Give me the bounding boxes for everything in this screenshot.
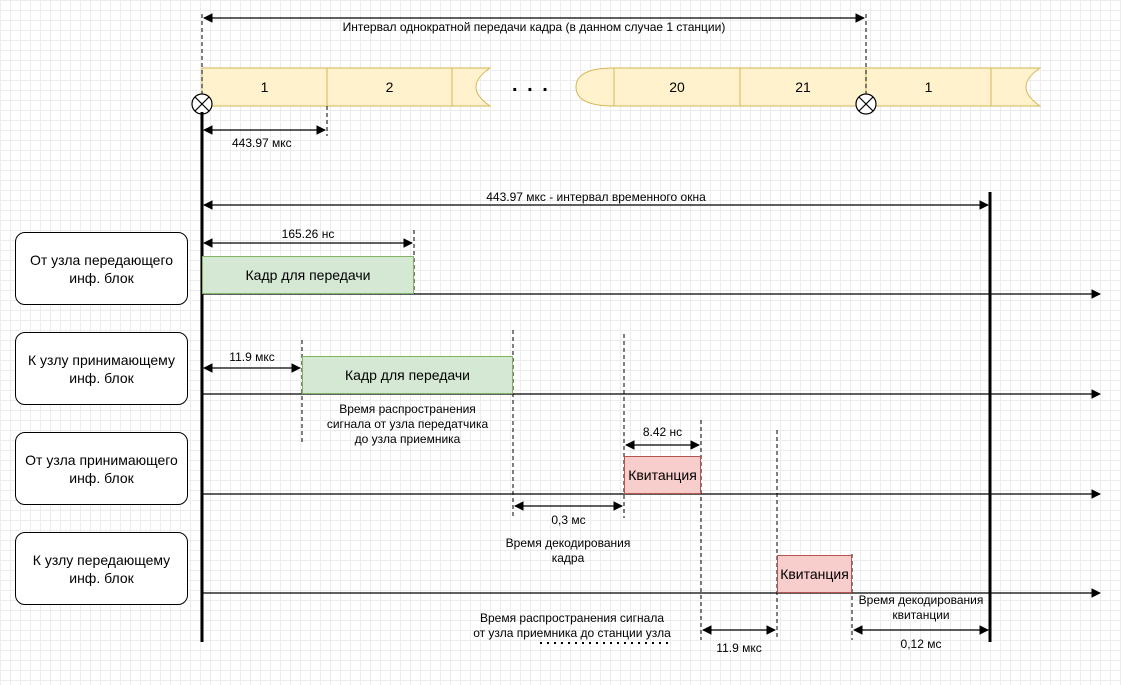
lane-4-note: Время распространения сигнала от узла пр… bbox=[452, 611, 692, 641]
lane-1-duration-label: 165.26 нс bbox=[281, 227, 335, 241]
lane-3-decode-note: Время декодирования кадра bbox=[468, 536, 668, 566]
slot-1-next: 1 bbox=[924, 79, 933, 95]
lane-1-label-line2: инф. блок bbox=[69, 269, 134, 286]
frame-interval-label: Интервал однократной передачи кадра (в д… bbox=[342, 20, 726, 34]
lane-3-duration-label: 8.42 нс bbox=[642, 425, 683, 439]
lane-3-decode-note-line: кадра bbox=[551, 551, 585, 565]
frame-strip-left bbox=[201, 67, 492, 107]
lane-2-label-line2: инф. блок bbox=[69, 369, 134, 386]
lane-2-frame-block: Кадр для передачи bbox=[302, 356, 513, 394]
frame-strip-middle bbox=[575, 67, 1042, 107]
lane-4-delay-label: 11.9 мкс bbox=[716, 641, 762, 655]
lane-1-label-line1: От узла передающего bbox=[29, 251, 174, 268]
lane-4-decode-note-line: Время декодирования bbox=[858, 593, 984, 607]
slot-duration-label: 443.97 мкс bbox=[232, 136, 292, 150]
lane-2-delay-label: 11.9 мкс bbox=[229, 350, 275, 364]
lane-4-note-line: от узла приемника до станции узла bbox=[473, 626, 671, 640]
lane-4-label-line2: инф. блок bbox=[69, 569, 134, 586]
lane-1-frame-block: Кадр для передачи bbox=[202, 256, 414, 294]
lane-2-note-line: Время распространения bbox=[339, 402, 476, 416]
lane-4-label-line1: К узлу передающему bbox=[32, 551, 171, 568]
slot-1: 1 bbox=[260, 79, 269, 95]
lane-4-decode-note: Время декодирования квитанции bbox=[852, 593, 990, 623]
lane-3-decode-note-line: Время декодирования bbox=[505, 536, 631, 550]
frame-strip bbox=[201, 67, 1042, 107]
lane-3-decode-time: 0,3 мс bbox=[551, 513, 586, 527]
lane-2-note-line: до узла приемника bbox=[354, 432, 461, 446]
lane-4-note-line: Время распространения сигнала bbox=[480, 611, 664, 625]
window-label: 443.97 мкс - интервал временного окна bbox=[486, 190, 706, 204]
lane-2-label-line1: К узлу принимающему bbox=[28, 351, 175, 368]
lane-3-label-line2: инф. блок bbox=[69, 469, 134, 486]
lane-4-decode-note-line: квитанции bbox=[892, 608, 950, 622]
end-marker-icon bbox=[855, 93, 877, 115]
slot-2: 2 bbox=[385, 79, 394, 95]
slot-20: 20 bbox=[669, 79, 685, 95]
lane-4-ack-block: Квитанция bbox=[777, 555, 852, 593]
lane-3-label-line1: От узла принимающего bbox=[25, 451, 178, 468]
lane-3-ack-block: Квитанция bbox=[624, 456, 701, 494]
lane-2-note: Время распространения сигнала от узла пе… bbox=[302, 402, 513, 447]
lane-2-note-line: сигнала от узла передатчика bbox=[326, 417, 489, 431]
ellipsis: . . . bbox=[512, 74, 550, 96]
slot-21: 21 bbox=[795, 79, 811, 95]
lane-4-decode-time: 0,12 мс bbox=[900, 637, 942, 651]
